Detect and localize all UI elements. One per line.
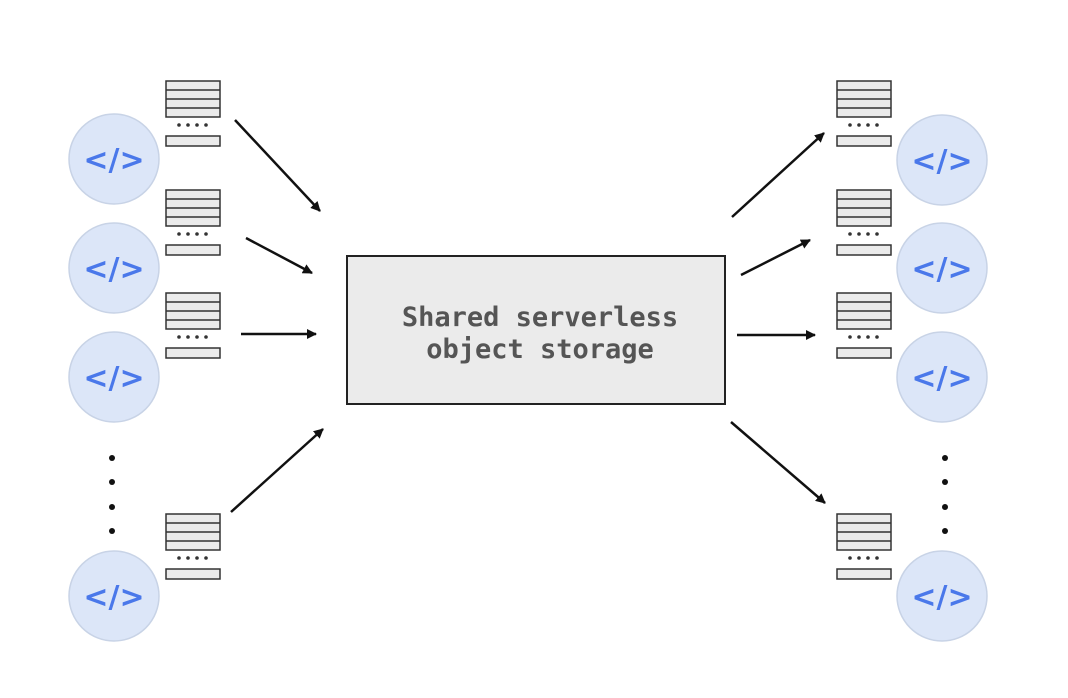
inbound-arrows	[230, 119, 324, 513]
code-glyph: </>	[83, 361, 144, 396]
consumer-node: </>	[836, 189, 988, 314]
code-glyph: </>	[911, 361, 972, 396]
arrow-icon	[740, 238, 811, 277]
arrow-icon	[731, 132, 825, 218]
code-glyph: </>	[83, 252, 144, 287]
database-table-icon	[836, 292, 892, 359]
consumers-group: </> </>	[836, 80, 988, 642]
storage-label-line2: object storage	[426, 334, 654, 365]
producer-node: </>	[68, 513, 221, 642]
storage-label-line1: Shared serverless	[402, 302, 678, 333]
code-icon	[68, 550, 160, 642]
code-glyph: </>	[911, 144, 972, 179]
outbound-arrows	[730, 132, 826, 504]
code-icon	[896, 331, 988, 423]
arrow-icon	[230, 428, 324, 513]
database-table-icon	[165, 189, 221, 256]
arrow-icon	[245, 236, 313, 275]
database-table-icon	[836, 80, 892, 147]
vertical-ellipsis-icon	[109, 455, 115, 534]
producer-node: </>	[68, 189, 221, 314]
database-table-icon	[165, 513, 221, 580]
producer-node: </>	[68, 292, 221, 423]
code-icon	[68, 331, 160, 423]
code-glyph: </>	[911, 580, 972, 615]
shared-storage-box: Shared serverless object storage	[346, 255, 726, 405]
code-icon	[68, 222, 160, 314]
code-glyph: </>	[83, 143, 144, 178]
producers-group: </> </>	[68, 80, 221, 642]
code-icon	[896, 114, 988, 206]
producer-node: </>	[68, 80, 221, 205]
consumer-node: </>	[836, 292, 988, 423]
arrow-icon	[730, 421, 826, 504]
database-table-icon	[165, 292, 221, 359]
consumer-node: </>	[836, 513, 988, 642]
database-table-icon	[836, 189, 892, 256]
code-glyph: </>	[83, 580, 144, 615]
storage-rect	[346, 255, 726, 405]
consumer-node: </>	[836, 80, 988, 206]
database-table-icon	[836, 513, 892, 580]
code-icon	[68, 113, 160, 205]
code-glyph: </>	[911, 252, 972, 287]
code-icon	[896, 550, 988, 642]
database-table-icon	[165, 80, 221, 147]
arrow-icon	[234, 119, 321, 212]
code-icon	[896, 222, 988, 314]
vertical-ellipsis-icon	[942, 455, 948, 534]
